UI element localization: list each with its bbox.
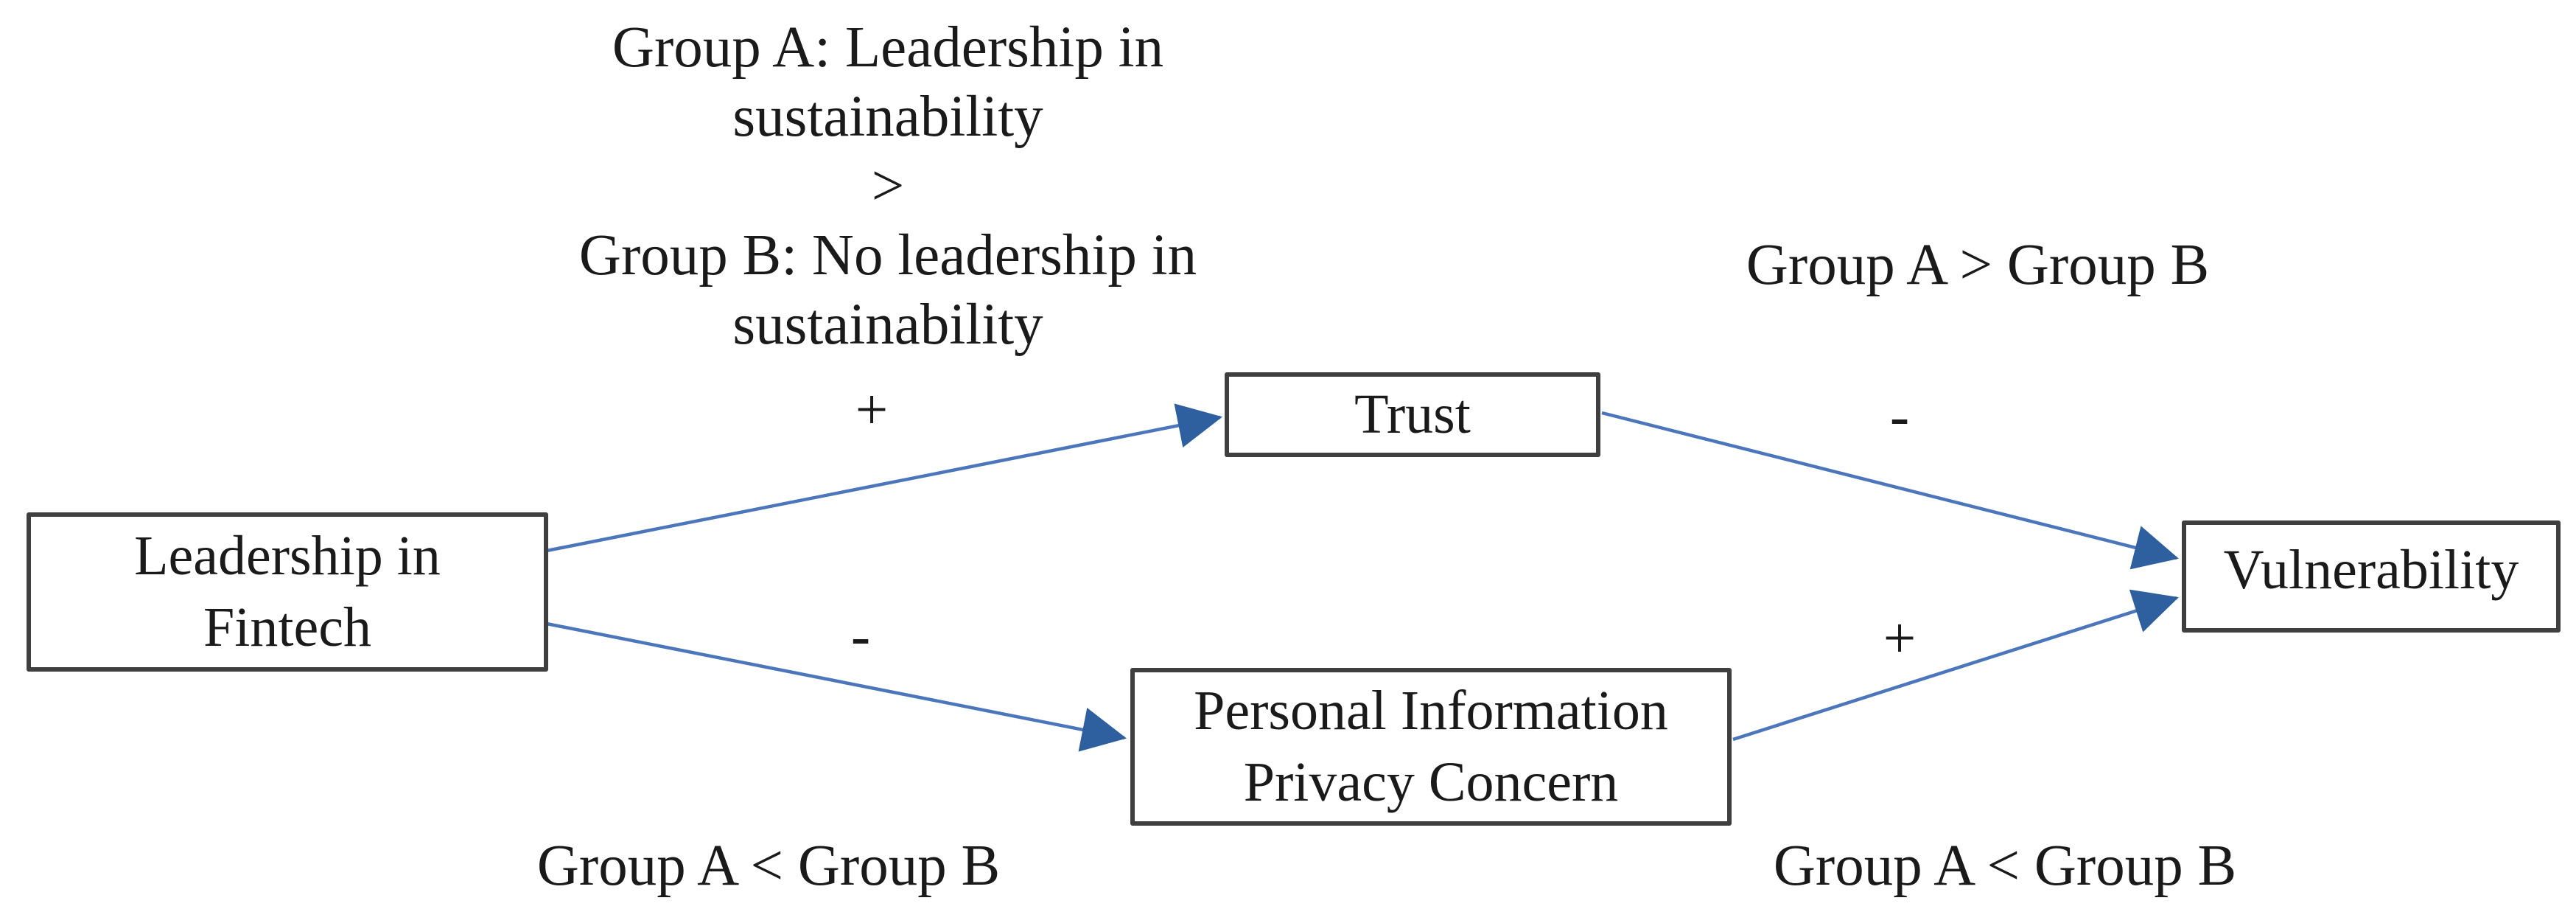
group-note-privacy-vulnerability: Group A < Group B	[1773, 834, 2237, 898]
moderation-note: Group A: Leadership in sustainability > …	[578, 15, 1197, 357]
node-personal-information-privacy-concern: Personal Information Privacy Concern	[1130, 668, 1732, 826]
path-sign-leadership-trust: +	[855, 378, 889, 442]
arrow-trust-to-vulnerability	[1601, 411, 2179, 570]
path-sign-leadership-privacy: -	[850, 605, 871, 669]
node-vulnerability: Vulnerability	[2182, 520, 2561, 633]
group-note-trust-vulnerability: Group A > Group B	[1746, 233, 2210, 297]
arrow-leadership-to-privacy	[546, 621, 1127, 752]
path-sign-trust-vulnerability: -	[1889, 385, 1910, 449]
node-trust: Trust	[1225, 372, 1600, 457]
path-sign-privacy-vulnerability: +	[1883, 607, 1917, 671]
group-note-leadership-privacy: Group A < Group B	[536, 834, 1001, 898]
arrow-privacy-to-vulnerability	[1732, 589, 2179, 742]
arrow-leadership-to-trust	[546, 403, 1222, 553]
node-leadership-in-fintech: Leadership in Fintech	[27, 512, 548, 672]
